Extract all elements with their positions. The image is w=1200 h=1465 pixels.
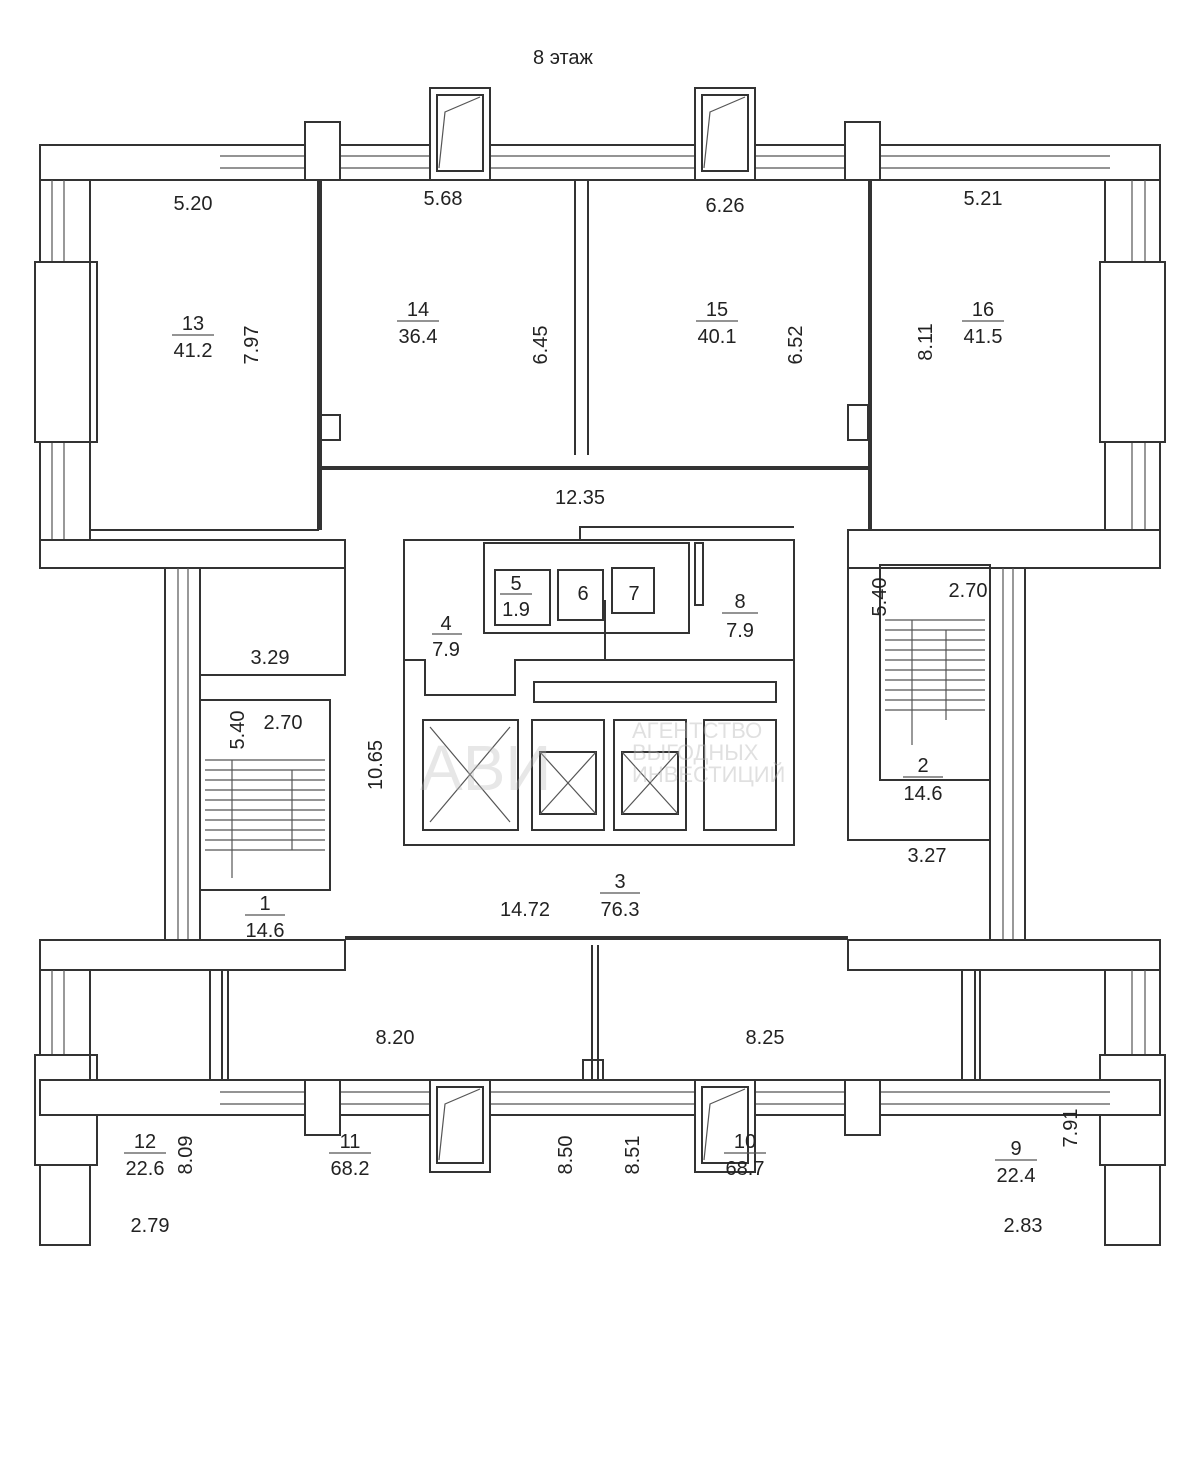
watermark-logo: АВИ xyxy=(420,732,551,804)
dim-r14-height: 6.45 xyxy=(530,326,552,365)
watermark-line1: АГЕНТСТВО xyxy=(632,718,762,743)
room-number: 11 xyxy=(340,1131,361,1153)
room-area: 40.1 xyxy=(698,326,737,348)
stair-treads-left xyxy=(205,759,325,878)
room-area: 41.5 xyxy=(964,326,1003,348)
dim-stair1-width: 2.70 xyxy=(264,712,303,734)
room-area: 14.6 xyxy=(904,783,943,805)
room-number: 4 xyxy=(440,613,451,635)
room-number: 3 xyxy=(614,871,625,893)
watermark-line2: ВЫГОДНЫХ xyxy=(632,740,759,765)
dim-r12-height: 8.09 xyxy=(175,1136,197,1175)
room-number: 2 xyxy=(917,755,928,777)
dim-stair2-height: 5.40 xyxy=(869,578,891,617)
dim-r16-height: 8.11 xyxy=(915,323,937,360)
room-11: 11 68.2 xyxy=(329,1131,371,1180)
room-10: 10 68.7 xyxy=(724,1131,766,1180)
room-area: 7.9 xyxy=(726,620,754,642)
dim-r15-width: 6.26 xyxy=(706,195,745,217)
room-number: 10 xyxy=(734,1131,756,1153)
room-number: 15 xyxy=(706,299,728,321)
room-area: 22.4 xyxy=(997,1165,1036,1187)
room-15: 15 40.1 xyxy=(696,299,738,348)
dim-stair1-a: 3.29 xyxy=(251,647,290,669)
dim-stair1-height: 5.40 xyxy=(227,711,249,750)
stair-treads-right xyxy=(885,619,985,745)
room-area: 68.7 xyxy=(726,1158,765,1180)
room-area: 41.2 xyxy=(174,340,213,362)
dim-r11-height: 8.50 xyxy=(555,1136,577,1175)
room-6: 6 xyxy=(577,583,588,605)
dim-r15-height: 6.52 xyxy=(785,326,807,365)
dim-corridor-bottom: 14.72 xyxy=(500,899,550,921)
room-12: 12 22.6 xyxy=(124,1131,166,1180)
ventilation-shafts xyxy=(429,87,756,1173)
room-4: 47.9 xyxy=(432,613,462,661)
watermark-line3: ИНВЕСТИЦИЙ xyxy=(632,762,785,787)
floor-title: 8 этаж xyxy=(533,47,594,69)
dim-r11-width: 8.20 xyxy=(376,1027,415,1049)
room-number: 5 xyxy=(510,573,521,595)
room-area: 14.6 xyxy=(246,920,285,942)
outer-walls xyxy=(34,121,1166,1246)
dim-r14-width: 5.68 xyxy=(424,188,463,210)
room-number: 7 xyxy=(628,583,639,605)
dim-r16-width: 5.21 xyxy=(964,188,1003,210)
room-number: 13 xyxy=(182,313,204,335)
room-number: 16 xyxy=(972,299,994,321)
room-9: 922.4 xyxy=(995,1138,1037,1187)
room-area: 7.9 xyxy=(432,639,460,661)
room-14: 14 36.4 xyxy=(397,299,439,348)
partitions xyxy=(89,179,991,1081)
room-5: 51.9 xyxy=(500,573,532,621)
room-3: 376.3 xyxy=(600,871,640,921)
room-8: 87.9 xyxy=(722,591,758,642)
elevators xyxy=(422,719,777,831)
room-area: 22.6 xyxy=(126,1158,165,1180)
dim-r9-height: 7.91 xyxy=(1060,1109,1082,1148)
room-area: 1.9 xyxy=(502,599,530,621)
watermark: АВИ АГЕНТСТВО ВЫГОДНЫХ ИНВЕСТИЦИЙ xyxy=(420,718,785,804)
room-number: 6 xyxy=(577,583,588,605)
room-area: 36.4 xyxy=(399,326,438,348)
room-7: 7 xyxy=(628,583,639,605)
dimension-labels: 5.20 5.68 6.26 5.21 7.97 6.45 6.52 8.11 … xyxy=(131,188,1082,1237)
room-number: 1 xyxy=(259,893,270,915)
dim-r10-height: 8.51 xyxy=(622,1136,644,1175)
dim-corridor-top: 12.35 xyxy=(555,487,605,509)
dim-core-height: 10.65 xyxy=(365,740,387,790)
dim-r9-width: 2.83 xyxy=(1004,1215,1043,1237)
room-number: 9 xyxy=(1010,1138,1021,1160)
room-number: 12 xyxy=(134,1131,156,1153)
room-1: 114.6 xyxy=(245,893,285,942)
room-number: 14 xyxy=(407,299,429,321)
room-number: 8 xyxy=(734,591,745,613)
room-area: 76.3 xyxy=(601,899,640,921)
room-16: 16 41.5 xyxy=(962,299,1004,348)
dim-r10-width: 8.25 xyxy=(746,1027,785,1049)
dim-r13-height: 7.97 xyxy=(241,326,263,365)
room-2: 214.6 xyxy=(903,755,943,805)
dim-r12-width: 2.79 xyxy=(131,1215,170,1237)
dim-stair2-width: 2.70 xyxy=(949,580,988,602)
dim-r13-width: 5.20 xyxy=(174,193,213,215)
room-13: 13 41.2 xyxy=(172,313,214,362)
room-area: 68.2 xyxy=(331,1158,370,1180)
dim-stair2-b: 3.27 xyxy=(908,845,947,867)
